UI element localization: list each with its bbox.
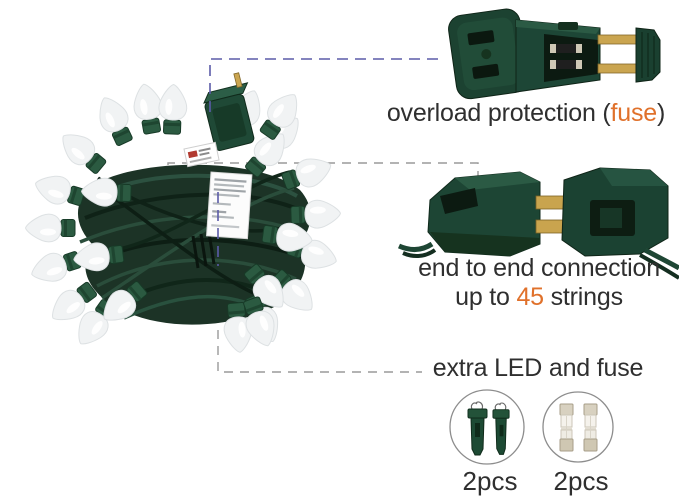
caption-text: overload protection ( (386, 99, 611, 127)
callout-dashed-line-fuse (209, 58, 443, 266)
c9-bulb (290, 199, 341, 229)
c9-bulb (73, 242, 125, 272)
end-to-end-plugs-photo (397, 167, 679, 280)
spare-fuse-qty: 2pcs (553, 466, 609, 496)
c9-bulb (62, 134, 107, 174)
bulb-fan (24, 83, 341, 353)
caption-text: strings (543, 283, 623, 311)
caption-line1: end to end connection (396, 254, 679, 283)
caption-accent-fuse: fuse (610, 99, 658, 127)
c9-bulb (244, 263, 284, 308)
caption-accent-45: 45 (516, 283, 544, 311)
caption-line2: up to 45 strings (396, 283, 679, 312)
internal-fuses (550, 44, 582, 69)
c9-bulb (81, 177, 132, 207)
male-plug-photo (203, 72, 255, 151)
caption-end-to-end: end to end connection up to 45 strings (396, 254, 679, 312)
c9-bulb (281, 158, 332, 190)
caption-text: ) (657, 99, 666, 127)
c9-bulb (158, 84, 188, 135)
c9-bulb (261, 222, 313, 252)
c9-bulb (259, 94, 298, 140)
certification-tag (183, 141, 220, 168)
c9-bulb (35, 175, 86, 206)
caption-overload-protection: overload protection (fuse) (378, 99, 674, 128)
caption-text: extra LED and fuse (432, 354, 644, 382)
caption-text: up to (455, 283, 517, 311)
c9-bulb (52, 281, 98, 321)
caption-extra-led-fuse: extra LED and fuse (412, 354, 664, 383)
c9-bulb (24, 213, 76, 243)
spare-led-qty: 2pcs (462, 466, 518, 496)
c9-bulb (31, 251, 82, 282)
c9-bulb (133, 83, 163, 135)
c9-bulb (103, 281, 148, 321)
fused-plug-photo (448, 8, 661, 100)
string-lights-photo (24, 72, 341, 353)
caption-text: end to end connection (418, 254, 660, 282)
c9-bulb (245, 133, 285, 178)
c9-bulb (243, 296, 275, 347)
product-label (206, 171, 253, 240)
spare-fuse-photo (542, 391, 614, 463)
spare-led-photo (449, 389, 525, 465)
c9-bulb (99, 97, 133, 146)
